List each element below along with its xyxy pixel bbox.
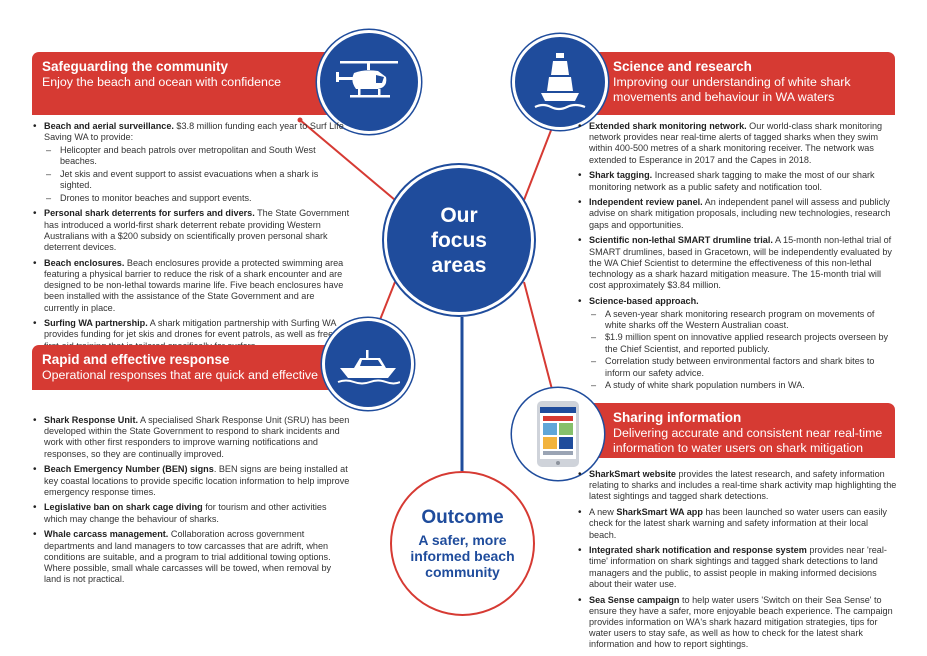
sub-list-item: $1.9 million spent on innovative applied… <box>589 332 897 354</box>
list-item: Beach enclosures. Beach enclosures provi… <box>32 258 350 314</box>
science-list: Extended shark monitoring network. Our w… <box>577 121 897 396</box>
sharing-subtitle: Delivering accurate and consistent near … <box>613 426 883 455</box>
sub-list-item: Helicopter and beach patrols over metrop… <box>44 145 350 167</box>
safeguarding-banner: Safeguarding the community Enjoy the bea… <box>32 52 352 115</box>
rapid-list: Shark Response Unit. A specialised Shark… <box>32 415 350 590</box>
safeguarding-title: Safeguarding the community <box>42 59 229 74</box>
phone-app-icon <box>537 401 579 467</box>
buoy-icon-circle <box>512 34 608 130</box>
sharing-title: Sharing information <box>613 410 742 425</box>
list-item: A new SharkSmart WA app has been launche… <box>577 507 897 541</box>
rapid-subtitle: Operational responses that are quick and… <box>42 368 318 382</box>
list-item: Extended shark monitoring network. Our w… <box>577 121 897 166</box>
helicopter-icon-circle <box>317 30 421 134</box>
safeguarding-subtitle: Enjoy the beach and ocean with confidenc… <box>42 75 282 89</box>
list-item: SharkSmart website provides the latest r… <box>577 469 897 503</box>
science-title: Science and research <box>613 59 752 74</box>
focus-line: areas <box>431 253 487 277</box>
list-item: Legislative ban on shark cage diving for… <box>32 502 350 524</box>
list-item: Beach Emergency Number (BEN) signs. BEN … <box>32 464 350 498</box>
list-item: Whale carcass management. Collaboration … <box>32 529 350 585</box>
outcome-circle: Outcome A safer, more informed beach com… <box>390 471 535 616</box>
focus-line: Our <box>440 203 478 227</box>
outcome-title: Outcome <box>421 507 504 528</box>
boat-icon <box>337 350 400 385</box>
focus-line: focus <box>430 228 487 252</box>
outcome-line: community <box>425 564 500 580</box>
sub-list-item: Drones to monitor beaches and support ev… <box>44 193 350 204</box>
sub-list-item: Jet skis and event support to assist eva… <box>44 169 350 191</box>
list-item: Personal shark deterrents for surfers an… <box>32 208 350 253</box>
sharing-banner: Sharing information Delivering accurate … <box>575 403 895 458</box>
list-item: Shark Response Unit. A specialised Shark… <box>32 415 350 460</box>
buoy-icon <box>534 53 586 111</box>
list-item: Scientific non-lethal SMART drumline tri… <box>577 235 897 291</box>
sub-list-item: Correlation study between environmental … <box>589 356 897 378</box>
list-item: Science-based approach. A seven-year sha… <box>577 296 897 392</box>
phone-app-icon-circle <box>512 388 604 480</box>
sub-list-item: A seven-year shark monitoring research p… <box>589 309 897 331</box>
sub-list-item: A study of white shark population number… <box>589 380 897 391</box>
list-item: Integrated shark notification and respon… <box>577 545 897 590</box>
list-item: Beach and aerial surveillance. $3.8 mill… <box>32 121 350 204</box>
list-item: Independent review panel. An independent… <box>577 197 897 231</box>
science-subtitle: Improving our understanding of white sha… <box>613 75 851 104</box>
rapid-banner: Rapid and effective response Operational… <box>32 345 352 390</box>
connector-top-right <box>523 119 556 201</box>
list-item: Sea Sense campaign to help water users '… <box>577 595 897 651</box>
safeguarding-list: Beach and aerial surveillance. $3.8 mill… <box>32 121 350 356</box>
sharing-list: SharkSmart website provides the latest r… <box>577 469 897 655</box>
list-item: Shark tagging. Increased shark tagging t… <box>577 170 897 192</box>
boat-icon-circle <box>322 318 414 410</box>
rapid-title: Rapid and effective response <box>42 352 230 367</box>
outcome-line: informed beach <box>410 548 515 564</box>
science-banner: Science and research Improving our under… <box>575 52 895 115</box>
focus-areas-circle: Our focus areas <box>384 165 534 315</box>
helicopter-icon <box>336 61 398 98</box>
outcome-line: A safer, more <box>418 532 507 548</box>
